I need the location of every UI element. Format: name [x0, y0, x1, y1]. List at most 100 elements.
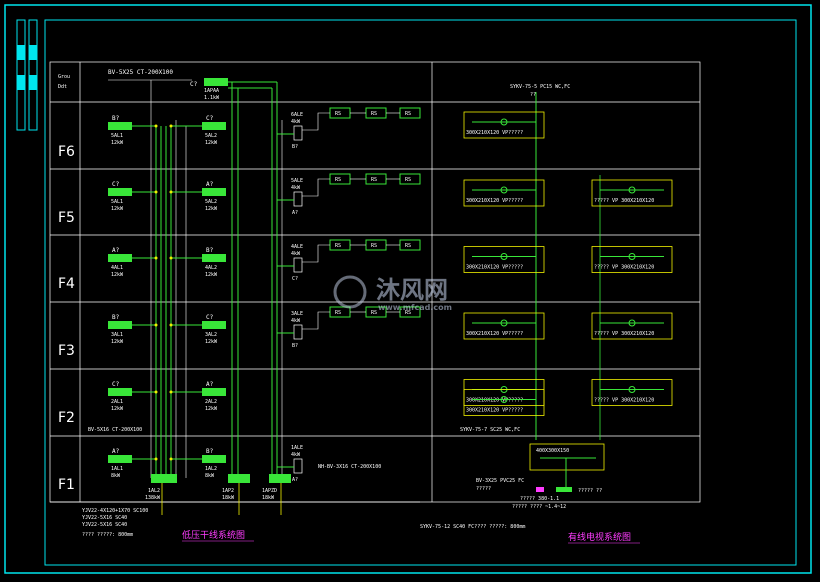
box-name: 2AL1 — [111, 399, 123, 405]
floor-grid — [49, 61, 701, 503]
box-power: 12kW — [205, 406, 218, 412]
tv-top-sub: ?? — [530, 92, 536, 98]
mid-distribution-boxes: C?5AL212kWA?5AL212kWB?4AL212kWC?3AL212kW… — [169, 115, 226, 479]
bottom-unit-2-power: 18kW — [222, 495, 235, 501]
box-power: 8kW — [111, 473, 121, 479]
tv-amp-box: ????? VP 300X210X120 — [591, 179, 673, 207]
box-power: 12kW — [205, 272, 218, 278]
box-code: B? — [112, 314, 120, 321]
tv-system: SYKV-75-5 PC15 WC,FC ?? 300X210X120 VP??… — [420, 84, 673, 544]
ale-code: B? — [292, 343, 298, 349]
box-code: A? — [206, 381, 214, 388]
tv-bottom-main: SYKV-75-12 SC40 FC???? ?????: 800mm — [420, 524, 525, 530]
tv-amp-box: 300X210X120 VP????? — [463, 246, 545, 273]
ale-code: A? — [292, 477, 298, 483]
rs-box-label: RS — [405, 177, 411, 183]
box-code: B? — [112, 115, 120, 122]
bottom-note-4: ???? ?????: 800mm — [82, 532, 133, 538]
tv-amp-box: 300X210X120 VP????? — [463, 312, 545, 340]
tv-bottom-cable: BV-3X25 PVC25 FC — [476, 478, 524, 484]
bottom-unit-1-name: 1AL2 — [148, 488, 160, 494]
floor-label-f4: F4 — [58, 276, 75, 292]
rs-box-label: RS — [405, 310, 411, 316]
ale-name: 4ALE — [291, 244, 303, 250]
tv-box-label: 300X210X120 VP????? — [466, 398, 523, 404]
left-distribution-boxes: B?5AL112kWC?5AL112kWA?4AL112kWB?3AL112kW… — [108, 115, 158, 479]
right-diagram-caption: 有线电视系统图 — [568, 531, 631, 543]
tv-bottom-right: ????? ?? — [578, 488, 602, 494]
bottom-note-1: YJV22-4X120+1X70 SC100 — [82, 508, 148, 514]
ale-power: 4kW — [291, 251, 301, 257]
inner-frame — [44, 19, 797, 566]
rs-box-label: RS — [405, 111, 411, 117]
box-power: 12kW — [205, 339, 218, 345]
box-power: 12kW — [111, 339, 124, 345]
tv-bottom-note1: ????? — [476, 486, 491, 492]
tv-bottom-note3: ????? ???? ~1.4~12 — [512, 504, 566, 510]
box-name: 4AL1 — [111, 265, 123, 271]
tv-box-label: ????? VP 300X210X120 — [594, 398, 654, 404]
top-unit-sub: 1APAA — [204, 88, 219, 94]
ale-code: A? — [292, 210, 298, 216]
box-name: 5AL1 — [111, 199, 123, 205]
tv-box-label: ????? VP 300X210X120 — [594, 265, 654, 271]
tv-f2-cable: SYKV-75-7 SC25 WC,FC — [460, 427, 520, 433]
rs-box-label: RS — [335, 177, 341, 183]
rs-box-label: RS — [335, 111, 341, 117]
floor-label-f1: F1 — [58, 477, 75, 493]
white-feeders — [108, 79, 283, 478]
tv-main-box: 400X300X150 — [536, 448, 569, 454]
ale-name: 3ALE — [291, 311, 303, 317]
box-power: 8kW — [205, 473, 215, 479]
top-left-cable-label: BV-5X25 CT-200X100 — [108, 69, 173, 76]
risers — [155, 81, 278, 478]
bottom-unit-1-power: 138kW — [145, 495, 161, 501]
tv-box-label: ????? VP 300X210X120 — [594, 331, 654, 337]
box-power: 12kW — [111, 406, 124, 412]
bottom-unit-2-name: 1AP2 — [222, 488, 234, 494]
tv-amp-box: 300X210X120 VP????? — [463, 111, 545, 139]
box-power: 12kW — [111, 206, 124, 212]
box-name: 2AL2 — [205, 399, 217, 405]
floor-label-f3: F3 — [58, 343, 75, 359]
tv-box-label: 300X210X120 VP????? — [466, 198, 523, 204]
box-code: C? — [112, 181, 120, 188]
box-name: 3AL2 — [205, 332, 217, 338]
floor-label-f5: F5 — [58, 210, 75, 226]
bottom-unit-3-power: 18kW — [262, 495, 275, 501]
tv-bottom-note2: ????? 380-1.1 — [520, 496, 559, 502]
top-unit-power: 1.1kW — [204, 95, 220, 101]
rs-box-label: RS — [371, 111, 377, 117]
floor-label-f2: F2 — [58, 410, 75, 426]
top-unit-code: C? — [190, 81, 198, 88]
left-diagram-caption: 低压干线系统图 — [182, 529, 245, 541]
box-code: B? — [206, 448, 214, 455]
box-name: 5AL2 — [205, 199, 217, 205]
box-power: 12kW — [205, 206, 218, 212]
title-strip — [16, 19, 38, 131]
ale-power: 4kW — [291, 119, 301, 125]
tv-box-label: 300X210X120 VP????? — [466, 130, 523, 136]
bottom-note-2: YJV22-5X16 SC40 — [82, 515, 127, 521]
ale-code: C? — [292, 276, 298, 282]
rs-box-label: RS — [371, 177, 377, 183]
bottom-unit-3-name: 1APZD — [262, 488, 277, 494]
box-code: B? — [206, 247, 214, 254]
ale-power: 4kW — [291, 452, 301, 458]
